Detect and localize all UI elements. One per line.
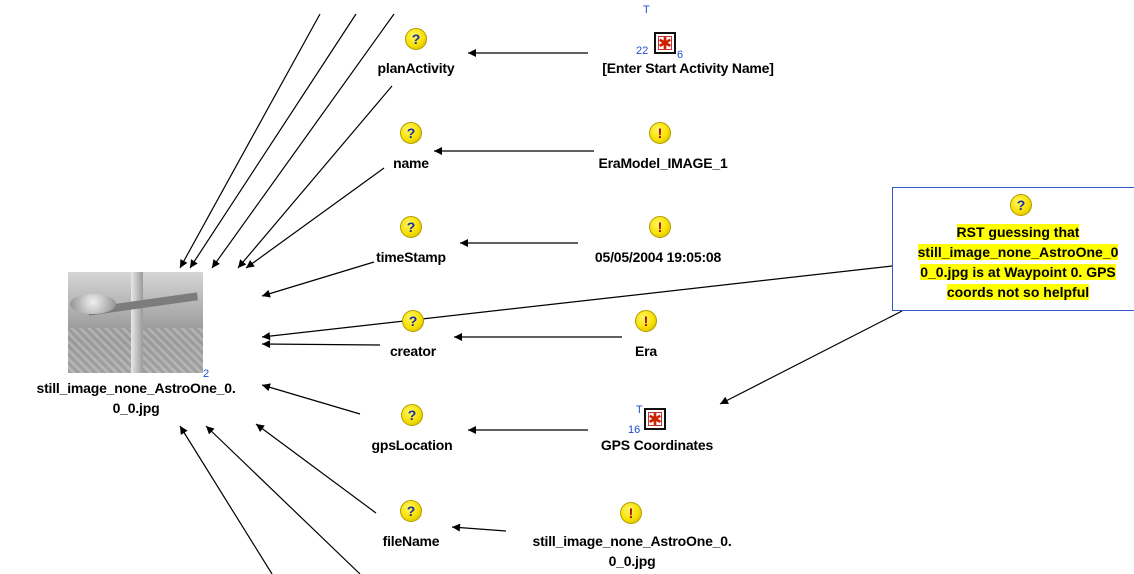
exclamation-icon[interactable]: ! bbox=[649, 216, 671, 238]
edge-offscreen-2 bbox=[189, 13, 357, 269]
edge-name-central bbox=[245, 167, 385, 269]
activity-box-icon[interactable]: ✱ bbox=[654, 32, 676, 54]
gps-super-label: T bbox=[636, 404, 643, 416]
edge-creator-central bbox=[261, 340, 381, 349]
property-filename-label[interactable]: fileName bbox=[382, 533, 440, 549]
question-icon[interactable]: ? bbox=[400, 500, 422, 522]
central-filename-line1[interactable]: still_image_none_AstroOne_0. bbox=[36, 380, 236, 396]
property-creator-label[interactable]: creator bbox=[389, 343, 437, 359]
exclamation-icon[interactable]: ! bbox=[649, 122, 671, 144]
question-icon[interactable]: ? bbox=[400, 122, 422, 144]
value-timestamp-label[interactable]: 05/05/2004 19:05:08 bbox=[594, 249, 722, 265]
activity-box-icon[interactable]: ✱ bbox=[644, 408, 666, 430]
edge-note-gps bbox=[719, 310, 903, 405]
value-filename-line2[interactable]: 0_0.jpg bbox=[608, 553, 656, 569]
edge-filename-central bbox=[255, 423, 377, 514]
value-filename-line1[interactable]: still_image_none_AstroOne_0. bbox=[532, 533, 732, 549]
edge-offscreen-1 bbox=[179, 13, 321, 269]
property-gpslocation-label[interactable]: gpsLocation bbox=[371, 437, 453, 453]
question-icon[interactable]: ? bbox=[402, 310, 424, 332]
value-gpslocation-label[interactable]: GPS Coordinates bbox=[600, 437, 714, 453]
annotation-note[interactable]: ? RST guessing that still_image_none_Ast… bbox=[892, 187, 1134, 311]
value-planactivity-label[interactable]: [Enter Start Activity Name] bbox=[602, 60, 774, 76]
edge-planactivity-central bbox=[237, 85, 393, 269]
annotation-note-text: RST guessing that still_image_none_Astro… bbox=[893, 222, 1134, 302]
activity-left-count: 22 bbox=[636, 45, 649, 57]
edge-timestamp-central bbox=[261, 261, 375, 298]
edge-filename-value bbox=[451, 523, 507, 532]
activity-super-label: T bbox=[643, 4, 650, 16]
property-timestamp-label[interactable]: timeStamp bbox=[376, 249, 446, 265]
note-line-3: 0_0.jpg is at Waypoint 0. GPS bbox=[920, 264, 1116, 280]
edge-gpslocation-central bbox=[261, 383, 361, 415]
edge-offscreen-5 bbox=[205, 425, 361, 574]
property-name-label[interactable]: name bbox=[393, 155, 429, 171]
central-filename-line2[interactable]: 0_0.jpg bbox=[112, 400, 160, 416]
note-line-4: coords not so helpful bbox=[946, 284, 1090, 300]
exclamation-icon[interactable]: ! bbox=[635, 310, 657, 332]
edge-offscreen-3 bbox=[211, 13, 395, 269]
question-icon[interactable]: ? bbox=[1010, 194, 1032, 216]
note-line-2: still_image_none_AstroOne_0 bbox=[917, 244, 1119, 260]
central-count-label: 2 bbox=[203, 368, 210, 380]
central-image-thumbnail[interactable] bbox=[68, 272, 203, 373]
gps-left-count: 16 bbox=[628, 424, 641, 436]
property-planactivity-label[interactable]: planActivity bbox=[377, 60, 455, 76]
question-icon[interactable]: ? bbox=[405, 28, 427, 50]
question-icon[interactable]: ? bbox=[400, 216, 422, 238]
value-name-label[interactable]: EraModel_IMAGE_1 bbox=[598, 155, 728, 171]
exclamation-icon[interactable]: ! bbox=[620, 502, 642, 524]
edge-note-central bbox=[261, 265, 893, 341]
value-creator-label[interactable]: Era bbox=[635, 343, 657, 359]
question-icon[interactable]: ? bbox=[401, 404, 423, 426]
note-line-1: RST guessing that bbox=[956, 224, 1080, 240]
edge-offscreen-4 bbox=[179, 425, 273, 574]
activity-right-count: 6 bbox=[677, 49, 684, 61]
